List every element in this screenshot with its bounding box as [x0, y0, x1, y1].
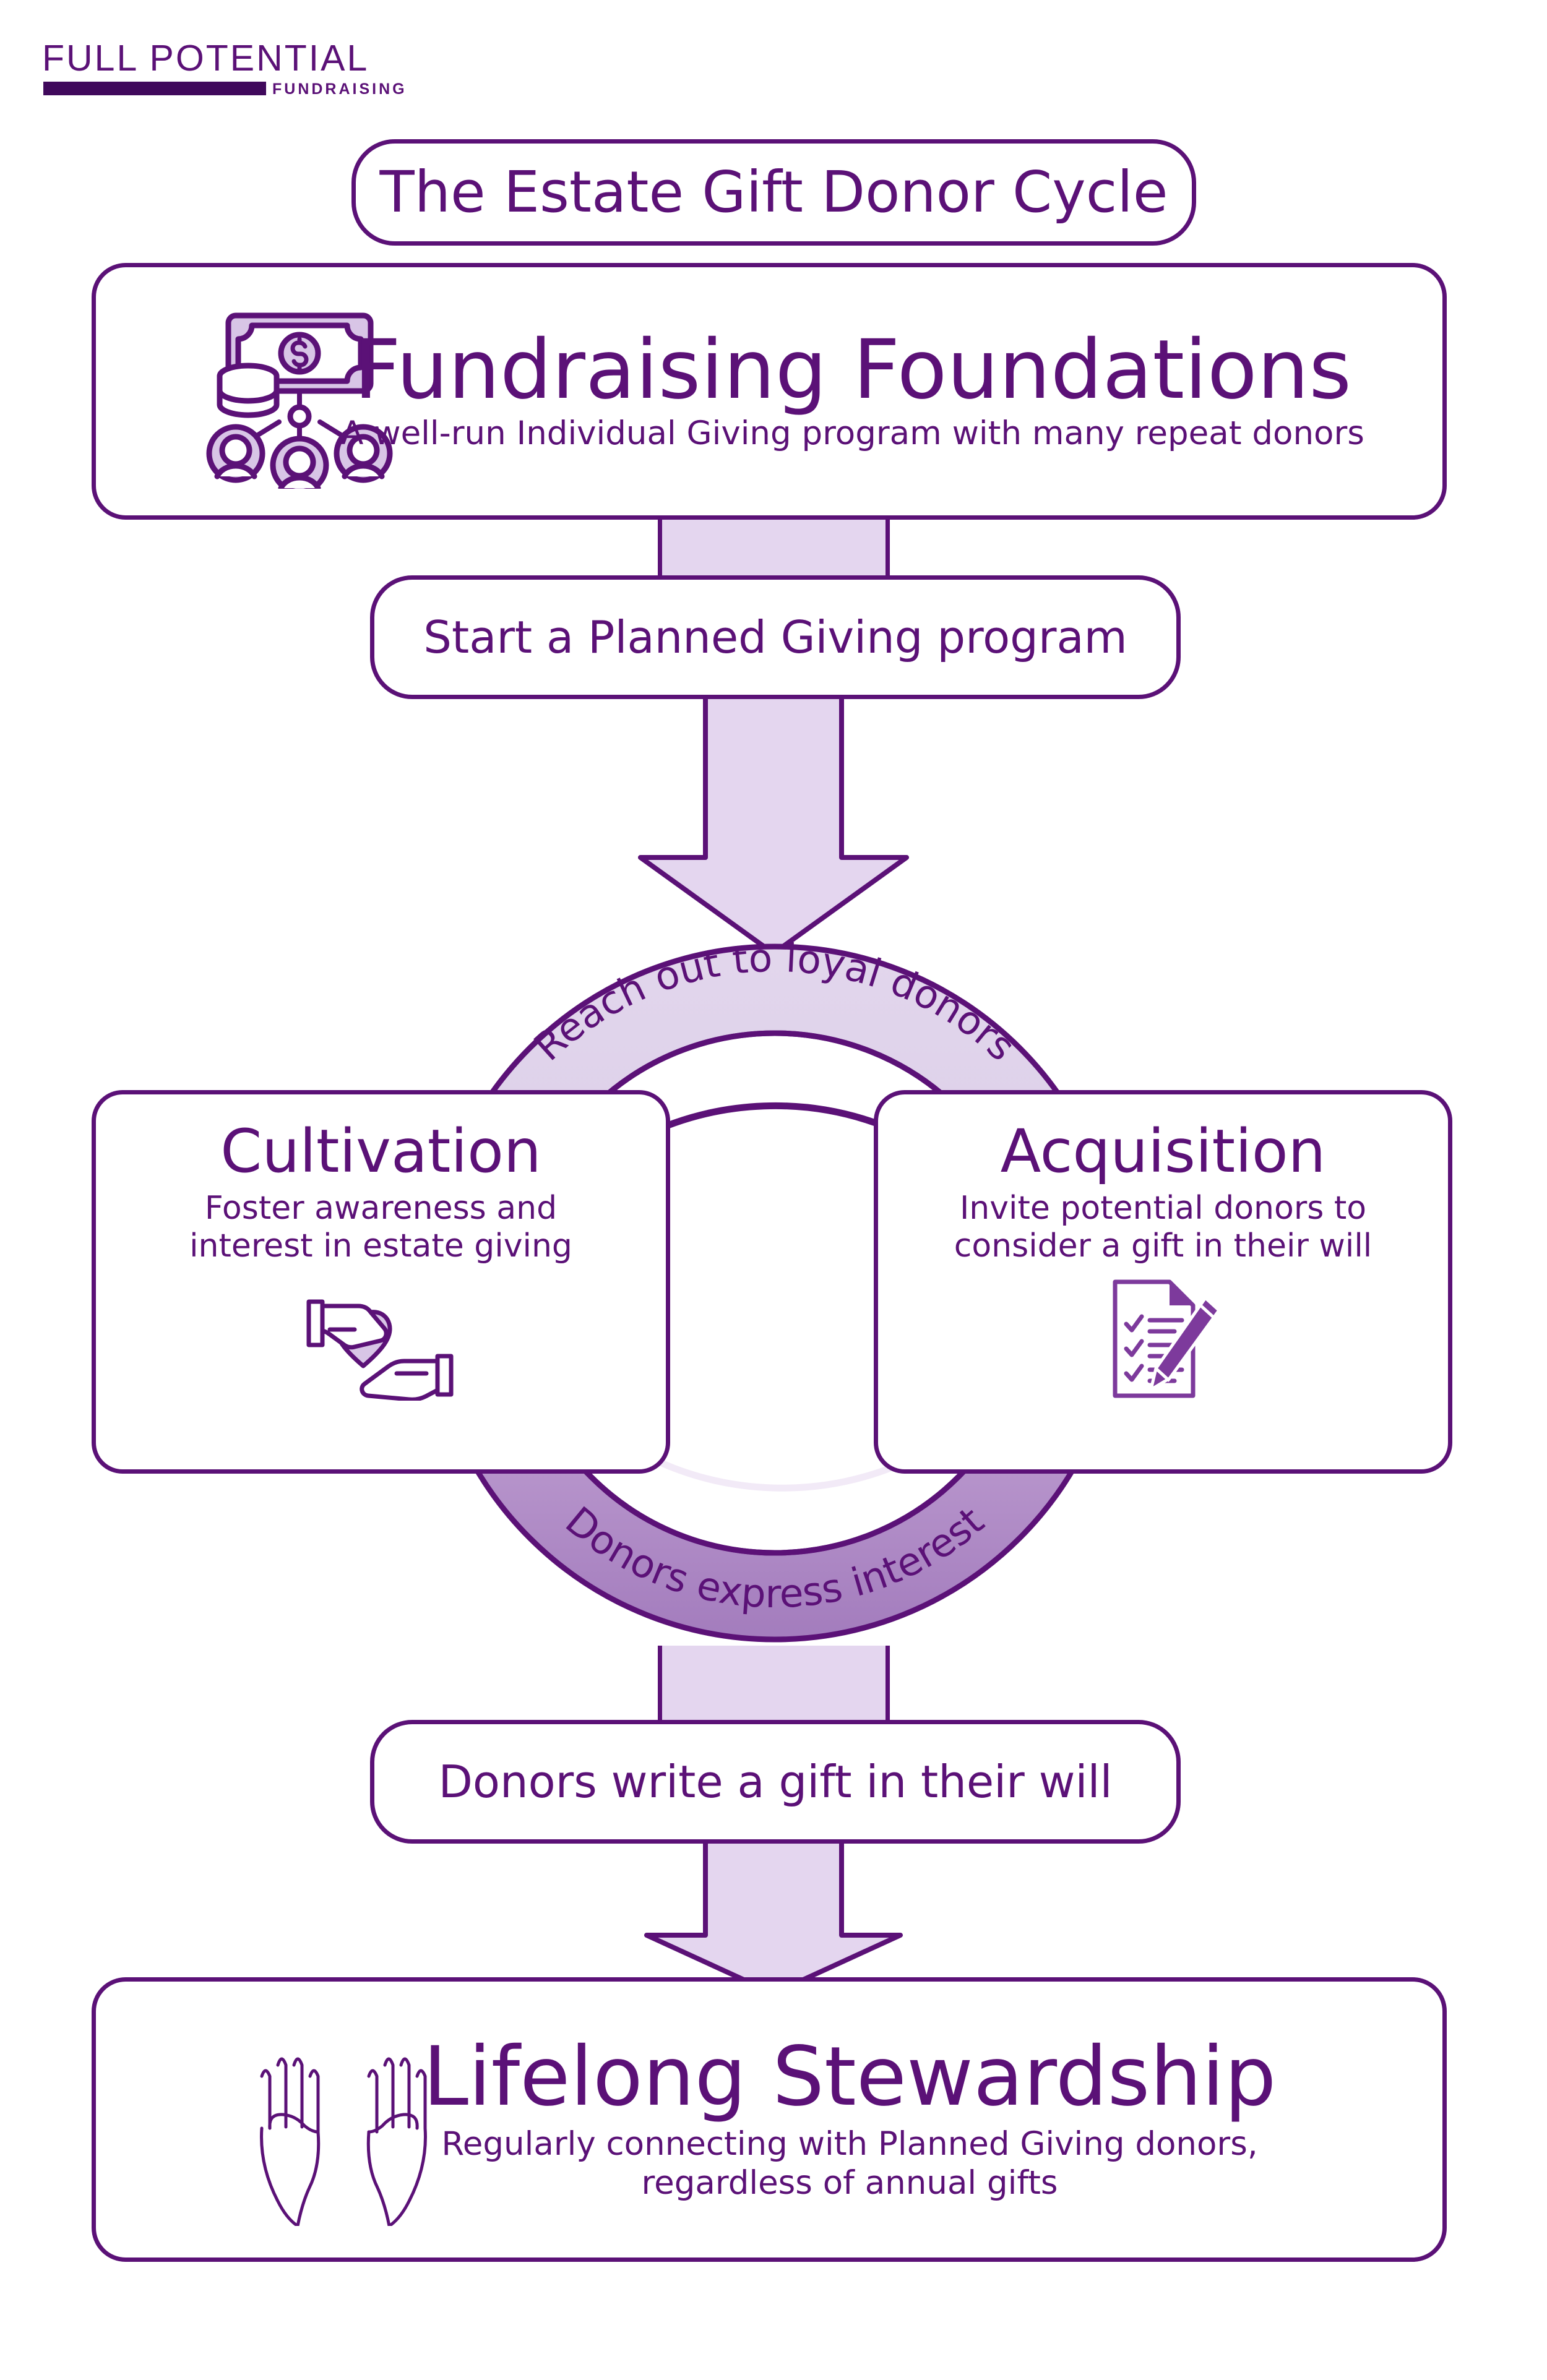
connector-foundations-to-start	[658, 518, 890, 580]
arrow-down-to-stewardship-icon	[644, 1841, 903, 1996]
cultivation-heading: Cultivation	[220, 1117, 541, 1186]
page-title: The Estate Gift Donor Cycle	[379, 159, 1168, 225]
logo-wordmark: FULL POTENTIAL	[42, 38, 369, 79]
logo-tagline: FUNDRAISING	[272, 80, 407, 98]
open-hands-icon	[260, 2057, 427, 2226]
cultivation-description-line2: interest in estate giving	[189, 1227, 572, 1265]
acquisition-description-line2: consider a gift in their will	[954, 1227, 1372, 1265]
page-title-pill: The Estate Gift Donor Cycle	[351, 139, 1196, 246]
connector-cycle-to-write	[658, 1646, 890, 1720]
cultivation-description-line1: Foster awareness and	[204, 1190, 558, 1227]
card-cultivation: Cultivation Foster awareness and interes…	[92, 1090, 670, 1474]
card-start-planned-giving: Start a Planned Giving program	[370, 575, 1181, 699]
stewardship-heading: Lifelong Stewardship	[423, 2029, 1277, 2125]
card-lifelong-stewardship: Lifelong Stewardship Regularly connectin…	[92, 1977, 1447, 2262]
card-acquisition: Acquisition Invite potential donors to c…	[874, 1090, 1452, 1474]
write-step-label: Donors write a gift in their will	[438, 1756, 1113, 1808]
checklist-pen-icon	[1113, 1279, 1220, 1398]
card-donors-write-gift: Donors write a gift in their will	[370, 1720, 1181, 1844]
acquisition-description-line1: Invite potential donors to	[959, 1190, 1367, 1227]
money-network-icon	[206, 312, 393, 489]
arrow-down-to-cycle-icon	[638, 697, 909, 956]
foundations-description: A well-run Individual Giving program wit…	[341, 415, 1364, 453]
start-step-label: Start a Planned Giving program	[423, 611, 1127, 663]
foundations-heading: Fundraising Foundations	[353, 322, 1352, 418]
stewardship-description-line2: regardless of annual gifts	[641, 2164, 1058, 2202]
logo-underline-bar	[43, 82, 266, 95]
acquisition-heading: Acquisition	[1000, 1117, 1326, 1186]
hand-giving-heart-icon	[306, 1299, 453, 1401]
card-fundraising-foundations: Fundraising Foundations A well-run Indiv…	[92, 263, 1447, 520]
brand-logo: FULL POTENTIAL FUNDRAISING	[42, 37, 426, 105]
stewardship-description-line1: Regularly connecting with Planned Giving…	[441, 2125, 1258, 2163]
